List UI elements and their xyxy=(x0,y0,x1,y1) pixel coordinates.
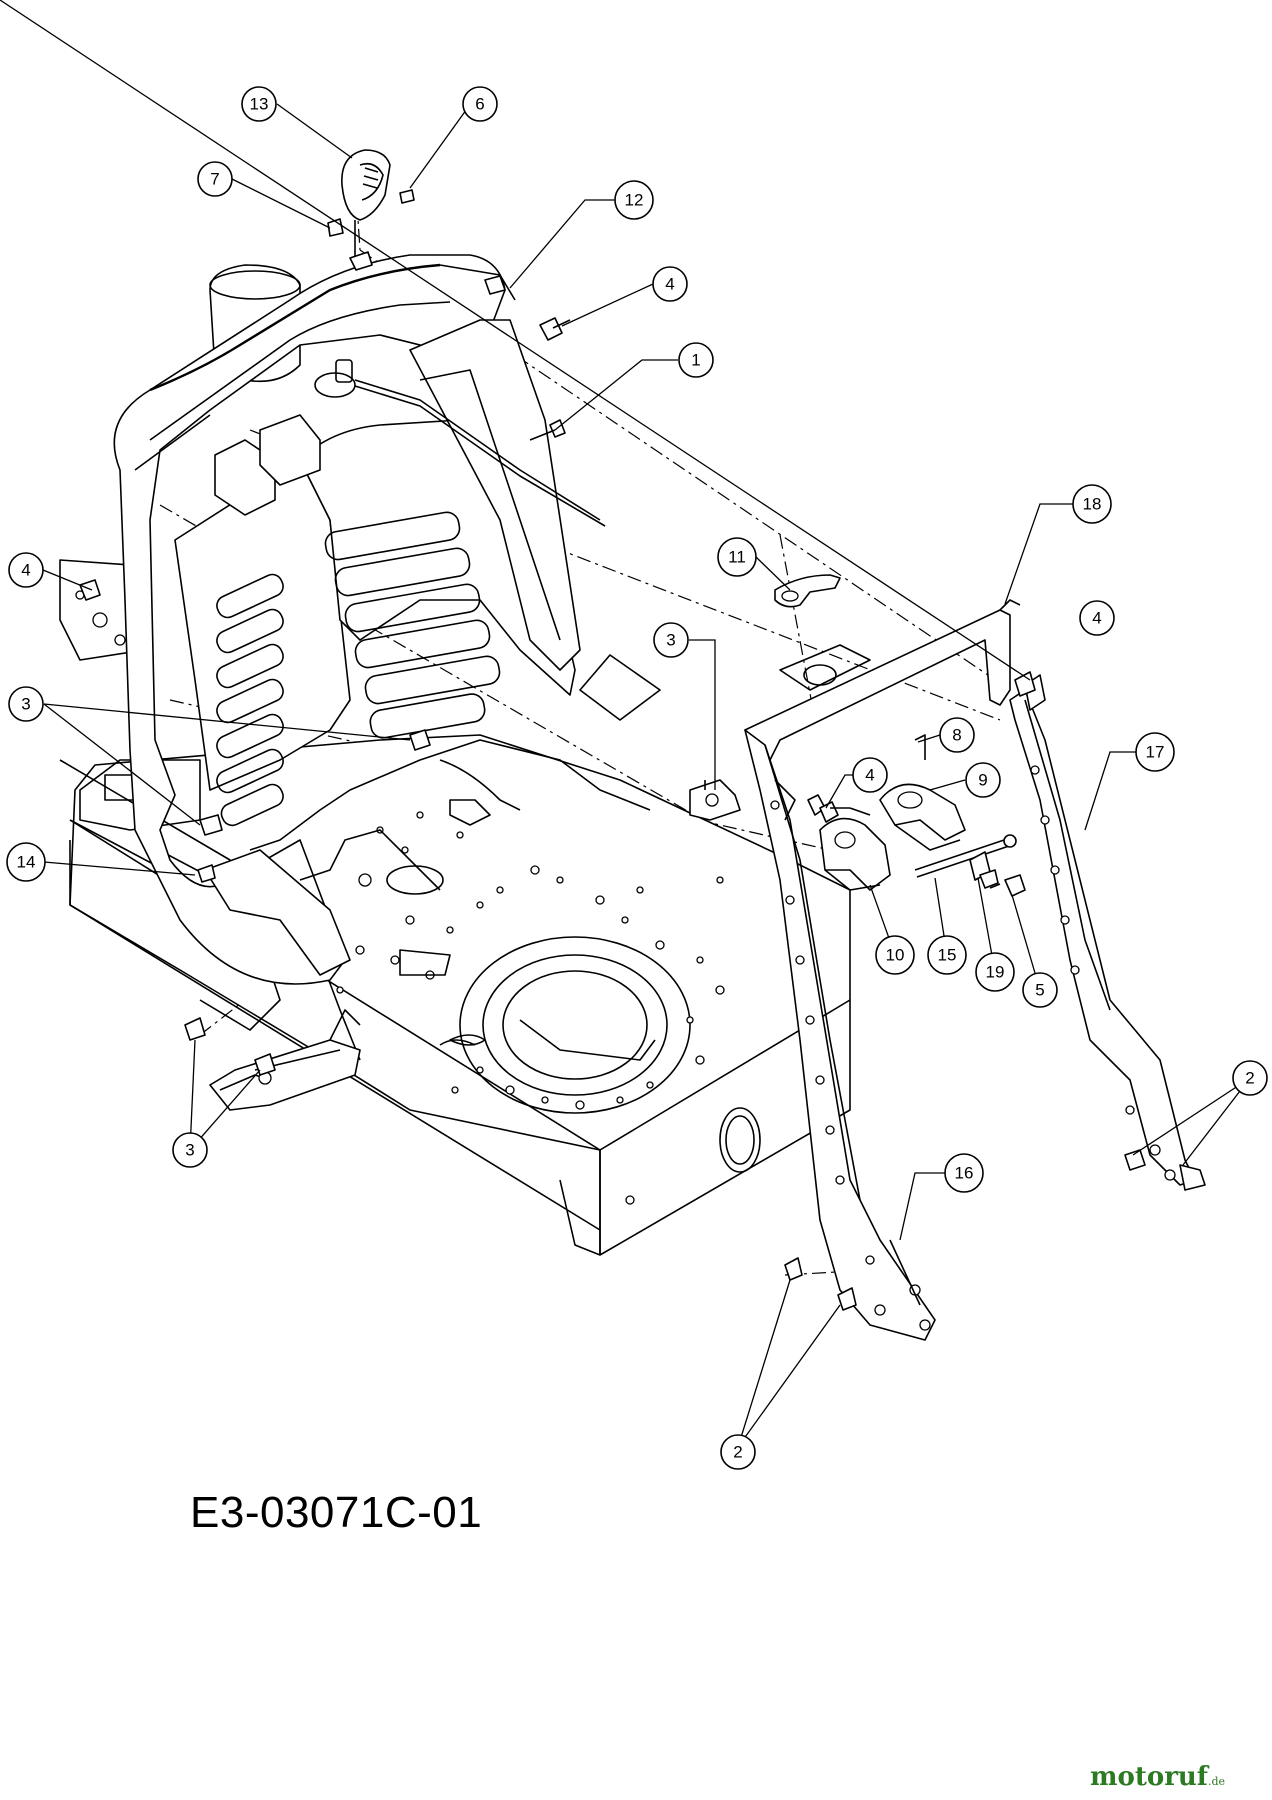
svg-text:8: 8 xyxy=(952,726,961,745)
rear-bracket xyxy=(744,599,1021,761)
svg-text:4: 4 xyxy=(1092,609,1101,628)
callout-6: 6 xyxy=(462,86,498,122)
callout-11: 11 xyxy=(717,537,757,577)
callout-9: 9 xyxy=(965,762,1001,798)
svg-text:15: 15 xyxy=(938,946,957,965)
callout-4: 4 xyxy=(852,757,888,793)
svg-text:9: 9 xyxy=(978,771,987,790)
svg-text:4: 4 xyxy=(665,275,674,294)
svg-text:14: 14 xyxy=(17,853,36,872)
callout-12: 12 xyxy=(614,180,654,220)
callout-2: 2 xyxy=(720,1434,756,1470)
pedal-bracket-parts xyxy=(689,574,1026,897)
svg-text:5: 5 xyxy=(1035,981,1044,1000)
callout-3: 3 xyxy=(653,622,689,658)
watermark-logo: motoruf.de xyxy=(1090,1762,1225,1792)
callout-10: 10 xyxy=(875,935,915,975)
svg-text:7: 7 xyxy=(210,170,219,189)
vent-slots-left xyxy=(216,573,284,827)
callout-5: 5 xyxy=(1022,972,1058,1008)
callout-14: 14 xyxy=(6,842,46,882)
vent-slots-right xyxy=(324,511,501,739)
callout-8: 8 xyxy=(939,717,975,753)
svg-text:17: 17 xyxy=(1146,743,1165,762)
svg-text:1: 1 xyxy=(691,351,700,370)
svg-text:3: 3 xyxy=(21,695,30,714)
callout-4: 4 xyxy=(652,266,688,302)
svg-text:11: 11 xyxy=(728,548,746,567)
callout-3: 3 xyxy=(8,686,44,722)
svg-text:18: 18 xyxy=(1083,495,1102,514)
dash-housing xyxy=(113,254,661,985)
callout-15: 15 xyxy=(927,935,967,975)
drawing-code: E3-03071C-01 xyxy=(190,1488,483,1537)
svg-text:13: 13 xyxy=(250,95,269,114)
svg-text:2: 2 xyxy=(1245,1069,1254,1088)
hood-fasteners xyxy=(79,275,1036,1311)
svg-text:10: 10 xyxy=(886,946,905,965)
callout-13: 13 xyxy=(241,86,277,122)
leader-lines xyxy=(0,0,1251,1448)
svg-text:4: 4 xyxy=(21,561,30,580)
callout-17: 17 xyxy=(1135,732,1175,772)
watermark-brand: motoruf xyxy=(1090,1762,1208,1792)
svg-text:6: 6 xyxy=(475,95,484,114)
svg-text:3: 3 xyxy=(185,1141,194,1160)
svg-text:19: 19 xyxy=(986,963,1005,982)
svg-text:2: 2 xyxy=(733,1443,742,1462)
svg-text:16: 16 xyxy=(955,1164,974,1183)
hood-knob xyxy=(327,149,415,271)
callout-7: 7 xyxy=(197,161,233,197)
callouts: 13 6 7 12 4 1 18 11 4 4 3 3 17 8 4 9 14 … xyxy=(6,86,1268,1470)
callout-4: 4 xyxy=(1079,600,1115,636)
callout-3: 3 xyxy=(172,1132,208,1168)
svg-text:4: 4 xyxy=(865,766,874,785)
callout-1: 1 xyxy=(678,342,714,378)
right-upright xyxy=(1009,674,1206,1191)
left-upright xyxy=(744,729,936,1341)
watermark-tld: .de xyxy=(1208,1775,1226,1788)
callout-18: 18 xyxy=(1072,484,1112,524)
svg-text:3: 3 xyxy=(666,631,675,650)
callout-19: 19 xyxy=(975,952,1015,992)
callout-2: 2 xyxy=(1232,1060,1268,1096)
callout-4: 4 xyxy=(8,552,44,588)
svg-text:12: 12 xyxy=(625,191,644,210)
callout-16: 16 xyxy=(944,1153,984,1193)
